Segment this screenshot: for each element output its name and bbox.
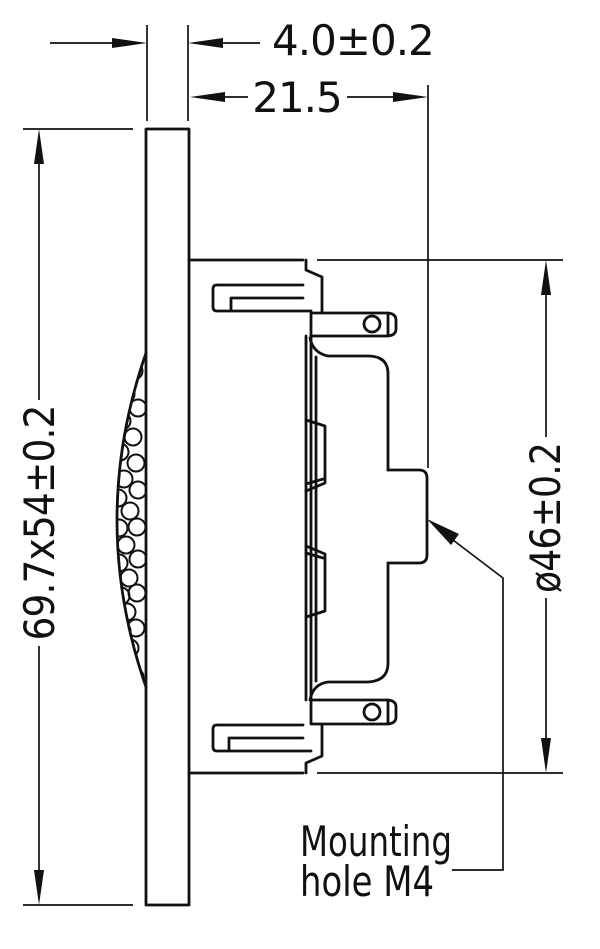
arrowhead [541,738,551,773]
dim-faceplate: 69.7x54±0.2 [15,128,133,906]
flange [144,127,191,907]
terminal-bottom [309,698,398,726]
arrowhead [34,870,44,905]
arrowhead [34,129,44,164]
grille-perforations [117,361,146,687]
mounting-note-line2: hole M4 [300,857,434,906]
magnet [308,336,390,702]
dim-diameter-label: ø46±0.2 [521,443,570,593]
bracket-bottom [211,723,313,753]
arrowhead [188,38,223,48]
mounting-note-line1: Mounting [300,817,452,866]
dim-depth-label: 21.5 [252,73,342,122]
terminal-top [309,311,398,338]
leader-arrowhead [427,519,459,545]
arrowhead [112,38,147,48]
arrowhead [393,92,428,102]
terminal-hole-top [362,314,382,334]
dim-depth: 21.5 [190,73,429,468]
arrowhead [541,260,551,295]
mounting-leader: Mounting hole M4 [300,519,504,906]
dim-flange-thickness-label: 4.0±0.2 [272,16,434,65]
rear-frame [187,258,327,775]
terminal-hole-bottom [362,702,382,722]
dome-grille [115,351,148,689]
bracket-top [211,283,313,313]
dim-flange-thickness: 4.0±0.2 [50,16,435,121]
dim-diameter: ø46±0.2 [317,259,570,774]
dim-faceplate-label: 69.7x54±0.2 [15,406,64,641]
arrowhead [190,92,225,102]
mounting-boss [386,468,429,565]
